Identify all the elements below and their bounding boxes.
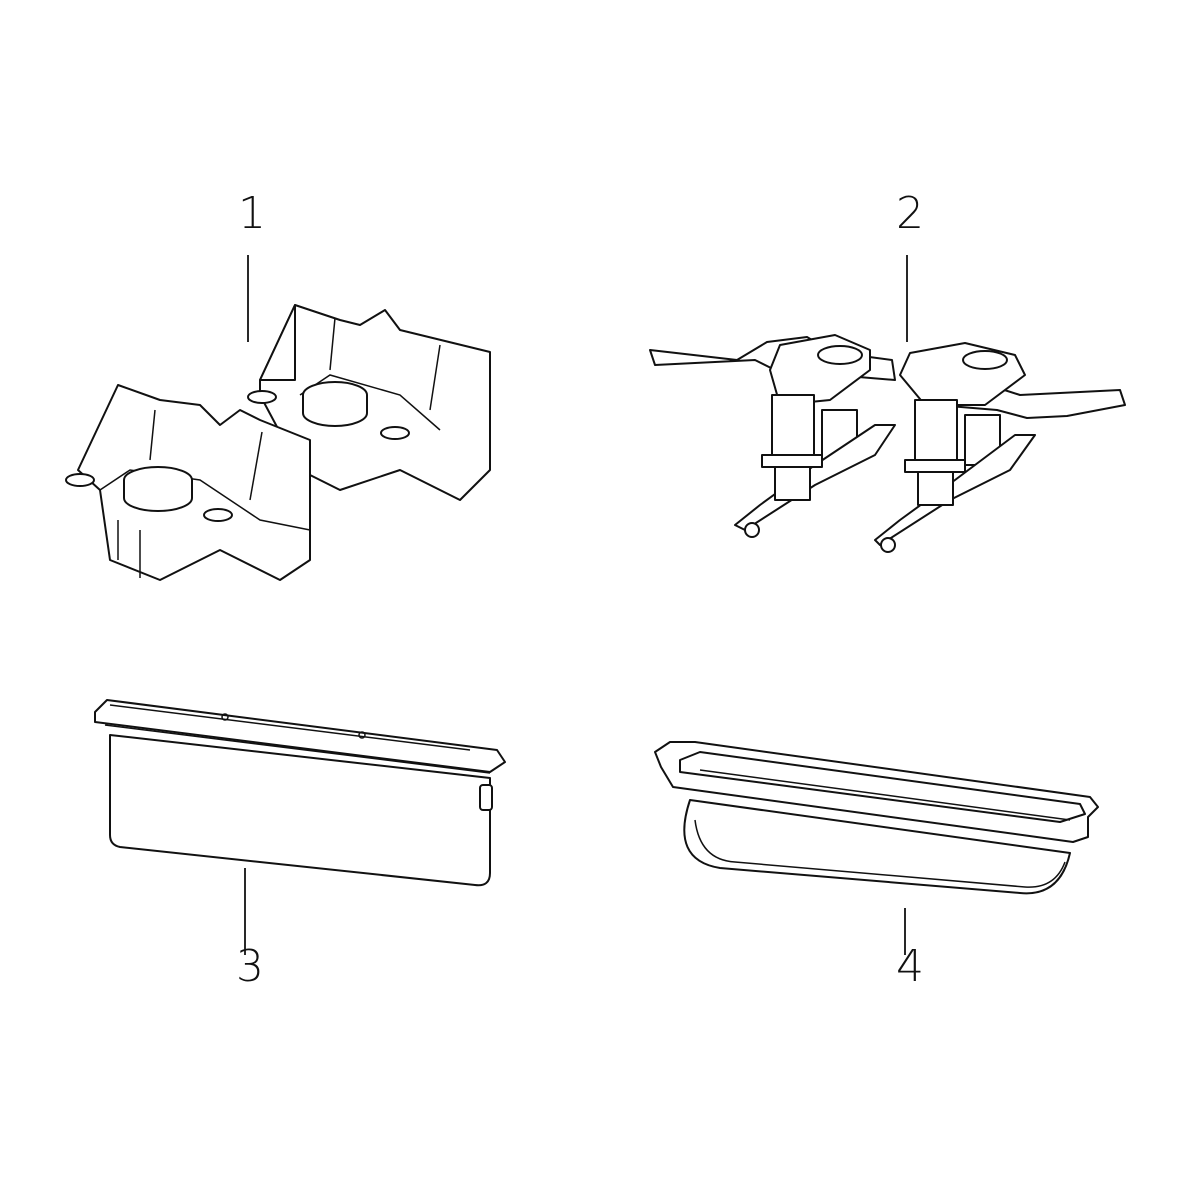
part-label-1: 1 — [238, 188, 266, 239]
part-2-valve-assemblies — [649, 334, 1126, 553]
part-label-4: 4 — [896, 941, 924, 992]
part-4-basin — [654, 741, 1099, 895]
part-label-3: 3 — [236, 941, 264, 992]
part-3-tray — [94, 699, 506, 887]
part-label-2: 2 — [896, 188, 924, 239]
part-1-brackets — [65, 304, 491, 581]
